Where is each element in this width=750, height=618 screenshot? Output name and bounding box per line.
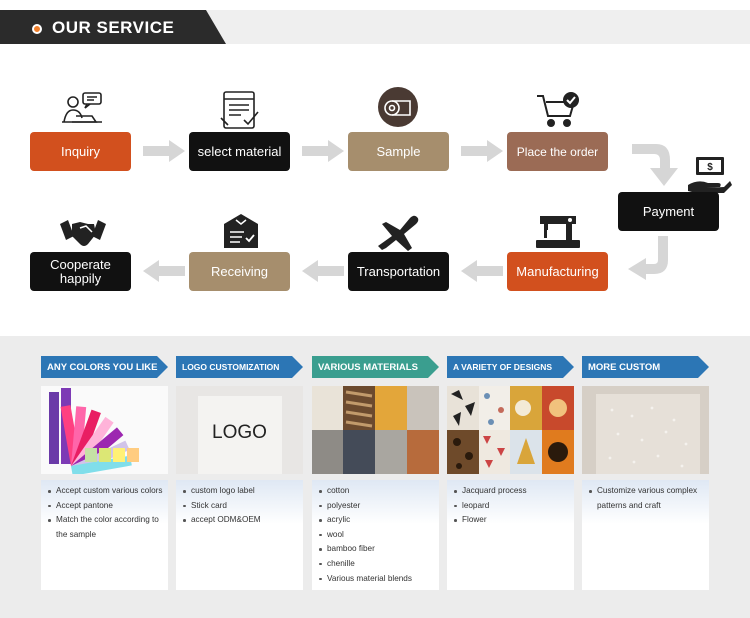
service-list: custom logo label Stick card accept ODM&… bbox=[176, 480, 303, 590]
shopping-cart-check-icon bbox=[537, 92, 579, 127]
curved-arrow-down-icon bbox=[632, 144, 678, 186]
step-transportation: Transportation bbox=[348, 252, 449, 291]
service-card-designs: A VARIETY OF DESIGNS Jacquard process le… bbox=[447, 356, 574, 590]
service-list: Accept custom various colors Accept pant… bbox=[41, 480, 168, 590]
step-cooperate-happily: Cooperate happily bbox=[30, 252, 131, 291]
step-place-the-order: Place the order bbox=[507, 132, 608, 171]
bullet-icon bbox=[32, 24, 42, 34]
ribbon-title: VARIOUS MATERIALS bbox=[312, 356, 439, 378]
document-checklist-icon bbox=[220, 91, 259, 129]
step-sample: Sample bbox=[348, 132, 449, 171]
list-item: Jacquard process bbox=[452, 484, 570, 499]
list-item: Flower bbox=[452, 513, 570, 528]
ribbon-title: MORE CUSTOM bbox=[582, 356, 709, 378]
service-card-more-custom: MORE CUSTOM Customize various complex pa… bbox=[582, 356, 709, 590]
service-list: Jacquard process leopard Flower bbox=[447, 480, 574, 590]
ribbon-title: LOGO CUSTOMIZATION bbox=[176, 356, 303, 378]
hand-money-icon: $ bbox=[688, 157, 732, 193]
fabric-roll-icon bbox=[378, 87, 418, 127]
ribbon-title: A VARIETY OF DESIGNS bbox=[447, 356, 574, 378]
step-receiving: Receiving bbox=[189, 252, 290, 291]
list-item: accept ODM&OEM bbox=[181, 513, 299, 528]
step-manufacturing: Manufacturing bbox=[507, 252, 608, 291]
list-item: Accept custom various colors bbox=[46, 484, 164, 499]
arrow-right-icon bbox=[302, 140, 344, 162]
curved-arrow-back-icon bbox=[628, 236, 668, 280]
person-at-laptop-icon bbox=[62, 92, 102, 123]
list-item: Match the color according to the sample bbox=[46, 513, 164, 542]
list-item: cotton bbox=[317, 484, 435, 499]
ribbon-title: ANY COLORS YOU LIKE bbox=[41, 356, 168, 378]
step-payment: Payment bbox=[618, 192, 719, 231]
fabric-swatches-image bbox=[312, 386, 439, 474]
service-list: cotton polyester acrylic wool bamboo fib… bbox=[312, 480, 439, 590]
arrow-left-icon bbox=[302, 260, 344, 282]
custom-fabric-image bbox=[582, 386, 709, 474]
service-card-materials: VARIOUS MATERIALS cotton polyester acryl… bbox=[312, 356, 439, 590]
service-card-colors: ANY COLORS YOU LIKE Accept custom variou… bbox=[41, 356, 168, 590]
color-fan-image bbox=[41, 386, 168, 474]
list-item: leopard bbox=[452, 499, 570, 514]
list-item: Stick card bbox=[181, 499, 299, 514]
handshake-icon bbox=[60, 220, 106, 246]
page-title: OUR SERVICE bbox=[52, 18, 175, 37]
sewing-machine-icon bbox=[536, 216, 580, 248]
list-item: Various material blends bbox=[317, 572, 435, 587]
list-item: chenille bbox=[317, 557, 435, 572]
logo-image-text: LOGO bbox=[212, 422, 267, 443]
arrow-left-icon bbox=[143, 260, 185, 282]
step-select-material: select material bbox=[189, 132, 290, 171]
list-item: wool bbox=[317, 528, 435, 543]
svg-text:$: $ bbox=[707, 162, 713, 173]
delivery-box-icon bbox=[224, 214, 258, 248]
arrow-right-icon bbox=[143, 140, 185, 162]
list-item: custom logo label bbox=[181, 484, 299, 499]
arrow-right-icon bbox=[461, 140, 503, 162]
list-item: polyester bbox=[317, 499, 435, 514]
designs-collage-image bbox=[447, 386, 574, 474]
airplane-icon bbox=[378, 215, 419, 251]
service-list: Customize various complex patterns and c… bbox=[582, 480, 709, 590]
service-card-logo: LOGO CUSTOMIZATION LOGO custom logo labe… bbox=[176, 356, 303, 590]
arrow-left-icon bbox=[461, 260, 503, 282]
list-item: acrylic bbox=[317, 513, 435, 528]
step-inquiry: Inquiry bbox=[30, 132, 131, 171]
logo-blanket-image: LOGO bbox=[176, 386, 303, 474]
list-item: Customize various complex patterns and c… bbox=[587, 484, 705, 513]
list-item: Accept pantone bbox=[46, 499, 164, 514]
list-item: bamboo fiber bbox=[317, 542, 435, 557]
